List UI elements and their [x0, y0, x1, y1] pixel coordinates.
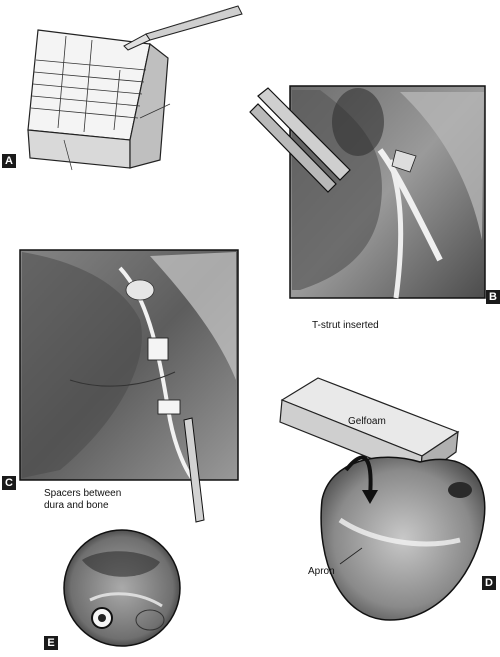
panel-e-view: [63, 529, 181, 647]
gelfoam-label: Gelfoam: [348, 416, 386, 427]
panel-c-view: [19, 249, 239, 481]
scalpel-icon: [123, 5, 243, 51]
panel-d-label: D: [482, 576, 496, 590]
panel-c-caption-line2: dura and bone: [44, 500, 109, 511]
panel-e-label: E: [44, 636, 58, 650]
panel-a-label: A: [2, 154, 16, 168]
panel-c-caption-line1: Spacers between: [44, 488, 122, 499]
panel-b-caption: T-strut inserted: [312, 320, 379, 331]
apron-label: Apron: [308, 566, 335, 577]
panel-b-view: [289, 85, 486, 299]
panel-b-label: B: [486, 290, 500, 304]
instrument-icon: [183, 417, 205, 523]
panel-c-label: C: [2, 476, 16, 490]
panel-a-block: [27, 29, 171, 171]
panel-d-view: [320, 455, 486, 621]
forceps-icon: [249, 87, 351, 193]
